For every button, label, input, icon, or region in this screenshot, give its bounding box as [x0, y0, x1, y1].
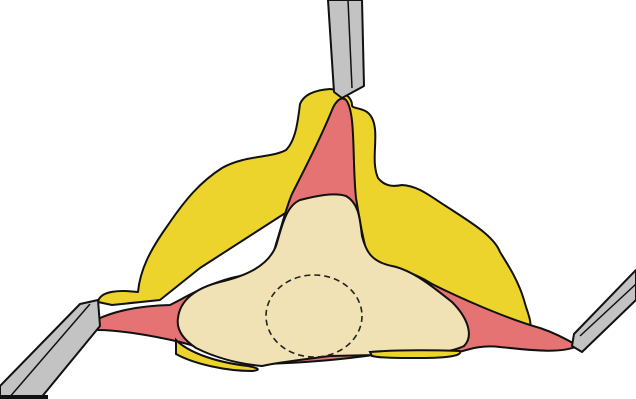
lower-right-fold: [370, 350, 460, 358]
retractor-icon: [572, 270, 636, 352]
retractor-icon: [328, 0, 364, 98]
retractor-icon: [0, 300, 100, 399]
